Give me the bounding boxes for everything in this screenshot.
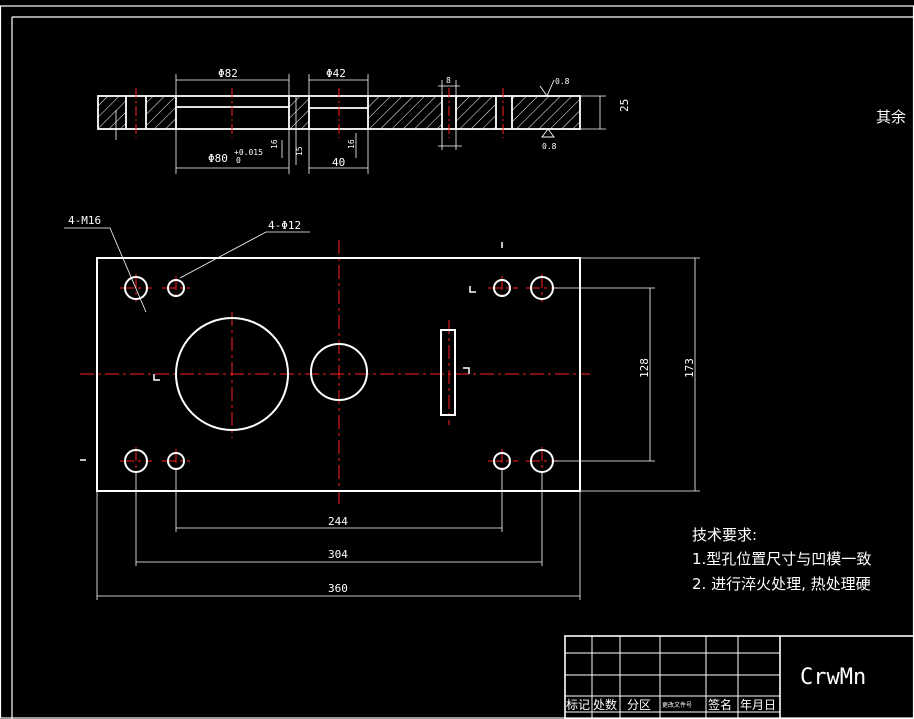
- plan-dimension-lines: [64, 227, 700, 600]
- dim-height-128: 128: [638, 358, 651, 378]
- corner-note: 其余: [876, 108, 906, 126]
- plan-centerlines: [80, 240, 590, 505]
- plan-view: 4-M16 4-Φ12 244 304 360 128 173: [64, 214, 700, 600]
- section-view: Φ82 Φ42 Φ80 +0.015 0 40 8 25 15 16 16 0.…: [97, 67, 631, 174]
- title-header-zone: 分区: [627, 698, 651, 712]
- title-header-mark: 标记: [566, 698, 590, 712]
- dim-tolerance-lower: 0: [236, 156, 241, 165]
- dim-diameter-80: Φ80: [208, 152, 228, 165]
- dim-tolerance-upper: +0.015: [234, 148, 263, 157]
- dim-width-360: 360: [328, 582, 348, 595]
- roughness-value-top: 0.8: [555, 77, 570, 86]
- callout-4-d12: 4-Φ12: [268, 219, 301, 232]
- title-header-change-doc: 更改文件号: [662, 701, 692, 709]
- dim-depth-16-right: 16: [347, 139, 356, 149]
- dim-height-173: 173: [683, 358, 696, 378]
- section-dimension-lines: [115, 74, 606, 174]
- title-header-count: 处数: [593, 697, 617, 712]
- dim-diameter-42: Φ42: [326, 67, 346, 80]
- tech-requirements: 技术要求: 1.型孔位置尺寸与凹模一致 2. 进行淬火处理, 热处理硬: [692, 526, 871, 593]
- tech-requirements-title: 技术要求:: [692, 526, 757, 544]
- title-header-date: 年月日: [740, 698, 776, 712]
- section-dimension-text: Φ82 Φ42 Φ80 +0.015 0 40 8 25 15 16 16 0.…: [208, 67, 631, 169]
- dim-width-8: 8: [446, 76, 451, 85]
- dim-height-25: 25: [618, 99, 631, 112]
- material-label: CrwMn: [800, 665, 866, 690]
- callout-4-m16: 4-M16: [68, 214, 101, 227]
- roughness-value-bottom: 0.8: [542, 142, 557, 151]
- dim-depth-16-left: 16: [270, 139, 279, 149]
- title-header-signature: 签名: [708, 697, 732, 712]
- dim-diameter-82: Φ82: [218, 67, 238, 80]
- tech-requirement-1: 1.型孔位置尺寸与凹模一致: [692, 550, 871, 568]
- dim-width-40: 40: [332, 156, 345, 169]
- plan-dimension-text: 4-M16 4-Φ12 244 304 360 128 173: [68, 214, 696, 595]
- plan-marks: [80, 242, 503, 461]
- plan-outline: [96, 257, 581, 492]
- roughness-symbols: [539, 79, 555, 138]
- dim-width-304: 304: [328, 548, 348, 561]
- dim-height-15: 15: [295, 146, 304, 156]
- section-centerlines: [135, 88, 504, 138]
- tech-requirement-2: 2. 进行淬火处理, 热处理硬: [692, 575, 871, 593]
- title-block: CrwMn 标记 处数 分区 更改文件号 签名 年月日: [564, 635, 914, 719]
- section-hatching: [98, 97, 579, 129]
- dim-width-244: 244: [328, 515, 348, 528]
